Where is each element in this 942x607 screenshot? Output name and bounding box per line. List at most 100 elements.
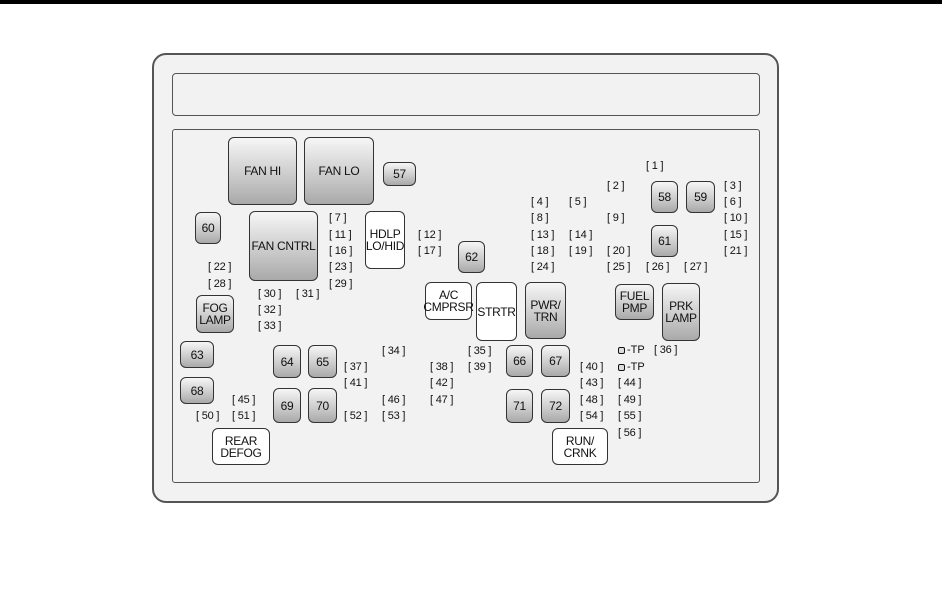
fuse-20: [ 20 ] bbox=[607, 245, 631, 257]
relay-label: 66 bbox=[513, 354, 526, 368]
fuse-3: [ 3 ] bbox=[724, 180, 742, 192]
fuse-36: [ 36 ] bbox=[654, 344, 678, 356]
relay-run-crnk: RUN/CRNK bbox=[552, 428, 608, 465]
fuse-48: [ 48 ] bbox=[580, 394, 604, 406]
fuse-1: [ 1 ] bbox=[646, 160, 664, 172]
fuse-54: [ 54 ] bbox=[580, 410, 604, 422]
fuse-52: [ 52 ] bbox=[344, 410, 368, 422]
fuse-21: [ 21 ] bbox=[724, 245, 748, 257]
relay-label: 60 bbox=[201, 221, 215, 235]
relay-label: 68 bbox=[190, 383, 204, 398]
relay-label: 71 bbox=[513, 399, 526, 413]
fuse-2: [ 2 ] bbox=[607, 180, 625, 192]
relay-label: 63 bbox=[190, 347, 204, 362]
fuse-25: [ 25 ] bbox=[607, 261, 631, 273]
relay-label: 72 bbox=[549, 399, 562, 413]
relay-r64: 64 bbox=[273, 345, 301, 378]
fuse-26: [ 26 ] bbox=[646, 261, 670, 273]
fuse-31: [ 31 ] bbox=[296, 288, 320, 300]
relay-r62: 62 bbox=[458, 241, 485, 273]
fuse-47: [ 47 ] bbox=[430, 394, 454, 406]
relay-label: STRTR bbox=[477, 304, 516, 319]
relay-r57: 57 bbox=[383, 162, 416, 186]
fuse-44: [ 44 ] bbox=[618, 377, 642, 389]
fuse-13: [ 13 ] bbox=[531, 229, 555, 241]
relay-label: 67 bbox=[549, 354, 562, 368]
relay-r61: 61 bbox=[651, 225, 678, 257]
relay-fan-cntrl: FAN CNTRL bbox=[249, 211, 318, 281]
fuse-55: [ 55 ] bbox=[618, 410, 642, 422]
fuse-16: [ 16 ] bbox=[329, 245, 353, 257]
fuse-41: [ 41 ] bbox=[344, 377, 368, 389]
relay-r72: 72 bbox=[541, 389, 570, 423]
test-point-label: -TP bbox=[627, 344, 645, 356]
test-point-icon bbox=[618, 364, 625, 371]
fuse-27: [ 27 ] bbox=[684, 261, 708, 273]
fuse-30: [ 30 ] bbox=[258, 288, 282, 300]
relay-label: 64 bbox=[280, 354, 294, 369]
fuse-24: [ 24 ] bbox=[531, 261, 555, 273]
fuse-37: [ 37 ] bbox=[344, 361, 368, 373]
fuse-39: [ 39 ] bbox=[468, 361, 492, 373]
fuse-11: [ 11 ] bbox=[329, 229, 352, 241]
fuse-53: [ 53 ] bbox=[382, 410, 406, 422]
fuse-18: [ 18 ] bbox=[531, 245, 555, 257]
relay-label: 58 bbox=[658, 190, 671, 204]
relay-r59: 59 bbox=[686, 181, 715, 213]
fuse-45: [ 45 ] bbox=[232, 394, 256, 406]
relay-label: 70 bbox=[316, 398, 329, 413]
test-point-icon bbox=[618, 347, 625, 354]
relay-r71: 71 bbox=[506, 389, 533, 423]
relay-r63: 63 bbox=[180, 341, 214, 368]
fuse-35: [ 35 ] bbox=[468, 345, 492, 357]
fuse-28: [ 28 ] bbox=[208, 278, 232, 290]
fuse-15: [ 15 ] bbox=[724, 229, 748, 241]
relay-label: PWR/TRN bbox=[530, 297, 561, 324]
relay-label: 65 bbox=[316, 354, 329, 369]
relay-label: 69 bbox=[280, 398, 294, 413]
fuse-22: [ 22 ] bbox=[208, 261, 232, 273]
fuse-56: [ 56 ] bbox=[618, 427, 642, 439]
fuse-block-header-area bbox=[172, 73, 760, 116]
relay-label: FAN LO bbox=[318, 164, 360, 178]
relay-r58: 58 bbox=[651, 181, 678, 213]
test-point-2: -TP bbox=[618, 361, 645, 374]
relay-label: 61 bbox=[658, 234, 671, 248]
fuse-9: [ 9 ] bbox=[607, 212, 625, 224]
fuse-6: [ 6 ] bbox=[724, 196, 742, 208]
fuse-17: [ 17 ] bbox=[418, 245, 442, 257]
fuse-38: [ 38 ] bbox=[430, 361, 454, 373]
test-point-1: -TP bbox=[618, 344, 645, 357]
fuse-42: [ 42 ] bbox=[430, 377, 454, 389]
relay-r67: 67 bbox=[541, 345, 570, 377]
fuse-5: [ 5 ] bbox=[569, 196, 587, 208]
fuse-29: [ 29 ] bbox=[329, 278, 353, 290]
fuse-4: [ 4 ] bbox=[531, 196, 549, 208]
relay-label: 57 bbox=[393, 167, 406, 181]
fuse-14: [ 14 ] bbox=[569, 229, 593, 241]
relay-r70: 70 bbox=[308, 388, 337, 423]
relay-pwr-trn: PWR/TRN bbox=[525, 282, 566, 339]
fuse-8: [ 8 ] bbox=[531, 212, 549, 224]
relay-r69: 69 bbox=[273, 388, 301, 423]
relay-r65: 65 bbox=[308, 345, 337, 378]
relay-r60: 60 bbox=[195, 212, 221, 244]
fuse-46: [ 46 ] bbox=[382, 394, 406, 406]
fuse-51: [ 51 ] bbox=[232, 410, 256, 422]
fuse-40: [ 40 ] bbox=[580, 361, 604, 373]
relay-r68: 68 bbox=[180, 377, 214, 404]
relay-fan-hi: FAN HI bbox=[228, 137, 297, 205]
fuse-33: [ 33 ] bbox=[258, 320, 282, 332]
fuse-12: [ 12 ] bbox=[418, 229, 442, 241]
